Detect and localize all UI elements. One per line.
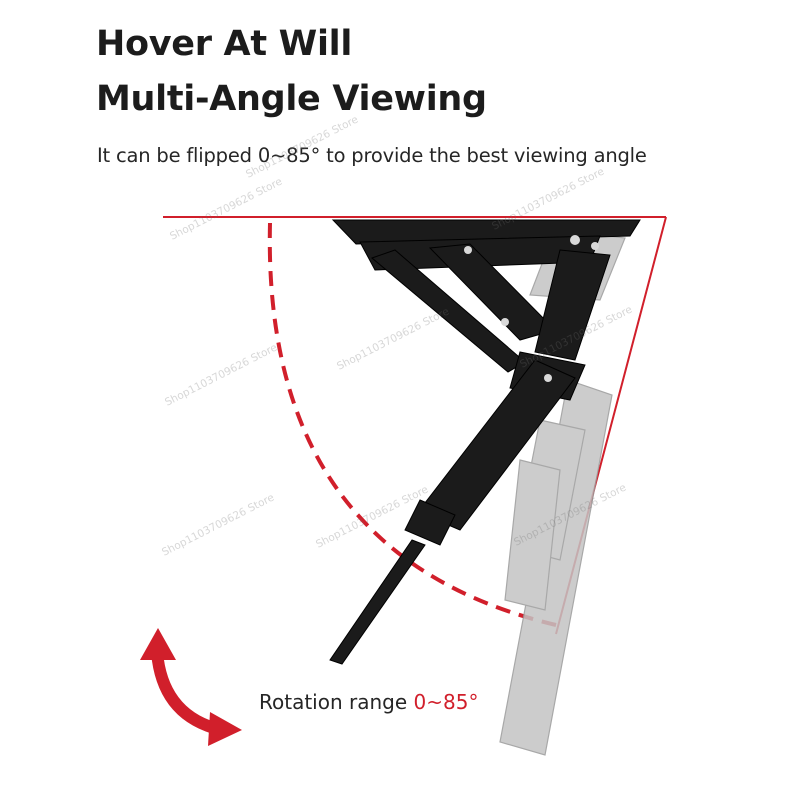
headline-line-1: Hover At Will [96, 24, 353, 64]
main-arm [417, 359, 576, 531]
tv-panel [329, 539, 426, 665]
rotation-label: Rotation range [259, 690, 408, 714]
side-link [534, 249, 611, 361]
rotation-arc [267, 222, 557, 627]
subtitle: It can be flipped 0~85° to provide the b… [97, 144, 647, 167]
headline-line-2: Multi-Angle Viewing [96, 79, 487, 119]
mount-bolts [464, 235, 599, 382]
rotation-caption: Rotation range 0~85° [259, 690, 478, 714]
rotation-range: 0~85° [413, 690, 479, 714]
curved-double-arrow-icon [140, 628, 242, 746]
ceiling-plate [331, 219, 641, 245]
lower-clamp [404, 499, 456, 546]
mount-arm [329, 219, 641, 665]
